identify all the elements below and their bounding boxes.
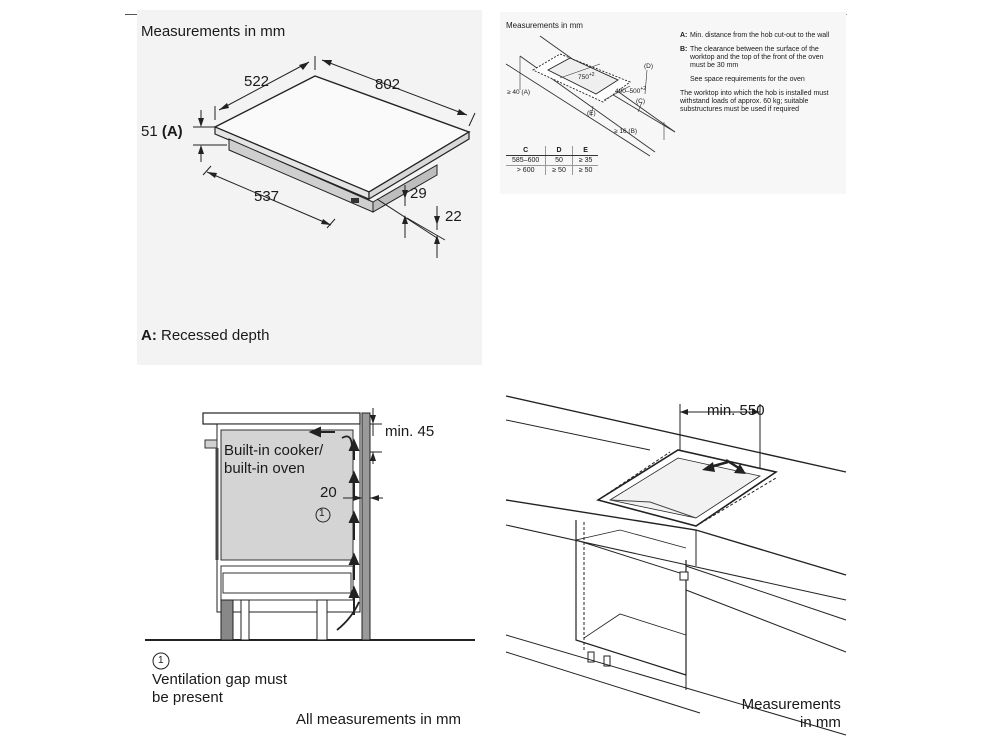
ventilation-panel: Built-in cooker/built-in oven min. 45 20…: [137, 390, 482, 735]
label-A: ≥ 40 (A): [507, 89, 531, 96]
dim-width-label: 522: [244, 73, 270, 90]
notes-list: A:Min. distance from the hob cut-out to …: [680, 32, 840, 120]
dim-length-label: 802: [375, 76, 401, 93]
col-header-e: E: [571, 146, 599, 156]
footer-note: All measurements in mm: [296, 711, 462, 728]
panel-header: Measurements in mm: [506, 21, 583, 30]
dim-depth-label: 537: [254, 188, 280, 205]
worktop-drawing: [505, 395, 847, 736]
table-cell: ≥ 50: [571, 165, 599, 175]
note-b: B:The clearance between the surface of t…: [680, 46, 824, 69]
dim-29-label: 29: [410, 185, 427, 202]
table-row: 585–600 50 ≥ 35: [506, 155, 599, 166]
clearance-table: C D E 585–600 50 ≥ 35 > 600 ≥ 50 ≥ 50: [506, 146, 599, 175]
label-E: (E): [587, 110, 596, 117]
hob-dimension-drawing: [193, 56, 476, 258]
col-header-c: C: [506, 146, 546, 156]
dim-750-label: 750+2: [578, 72, 595, 82]
note-a: A:Min. distance from the hob cut-out to …: [680, 32, 830, 39]
table-cell: 50: [545, 155, 573, 166]
dim-22-label: 22: [445, 208, 462, 225]
cutout-dimensions-panel: Measurements in mm 750+2 490–500+2 (D) (…: [500, 12, 846, 194]
dim-min45-label: min. 45: [385, 423, 435, 440]
note-worktop: The worktop into which the hob is instal…: [680, 90, 829, 113]
label-B: ≥ 16 (B): [614, 128, 638, 135]
dim-20-label: 20: [320, 484, 337, 501]
ventilation-drawing: [145, 408, 475, 670]
dim-490-label: 490–500+2: [615, 86, 647, 96]
table-cell: 585–600: [506, 155, 546, 166]
label-D: (D): [644, 63, 654, 70]
dim-min550-label: min. 550: [707, 402, 765, 419]
dim-recess-label: 51 (A): [141, 123, 183, 140]
label-C: (C): [636, 98, 646, 105]
table-row: > 600 ≥ 50 ≥ 50: [506, 165, 599, 175]
ventilation-marker: 1: [319, 508, 325, 519]
oven-label: Built-in cooker/built-in oven: [224, 442, 324, 477]
panel-header: Measurements in mm: [141, 23, 286, 40]
note-space: See space requirements for the oven: [690, 76, 805, 83]
hob-dimensions-panel: Measurements in mm 522 802 51 (A) 537 29…: [137, 10, 482, 365]
table-cell: ≥ 35: [571, 155, 599, 166]
legend-marker: 1: [158, 655, 164, 666]
col-header-d: D: [545, 146, 573, 156]
table-cell: > 600: [516, 167, 535, 174]
recessed-depth-legend: A: Recessed depth: [141, 327, 270, 344]
table-cell: ≥ 50: [545, 165, 573, 175]
cutout-drawing: [505, 35, 676, 157]
